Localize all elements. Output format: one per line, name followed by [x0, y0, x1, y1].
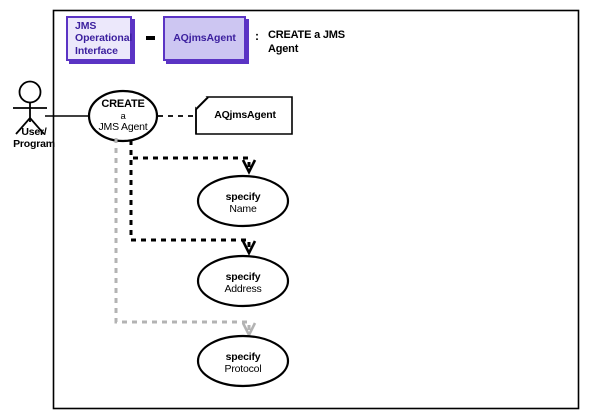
- note-label: AQjmsAgent: [214, 109, 276, 121]
- legend-box-jms-operational-interface[interactable]: JMS Operational Interface: [66, 16, 132, 61]
- diagram-frame: [52, 9, 580, 410]
- flow-to-specify-protocol: [114, 138, 251, 330]
- actor-label: User/ Program: [13, 126, 55, 150]
- step-label-specify-address: specify Address: [224, 271, 262, 295]
- arrowhead-specify-name: [241, 159, 257, 175]
- legend-box-aqjmsagent[interactable]: AQjmsAgent: [163, 16, 246, 61]
- legend-colon: :: [255, 29, 259, 43]
- flow-to-specify-address: [129, 140, 251, 248]
- legend-caption: CREATE a JMS Agent: [268, 29, 345, 55]
- actor-figure: [13, 80, 47, 135]
- legend-box-2-label: AQjmsAgent: [173, 32, 236, 45]
- use-case-ellipse[interactable]: [87, 89, 159, 143]
- step-ellipse-specify-protocol[interactable]: [196, 334, 290, 388]
- step-label-specify-protocol: specify Protocol: [224, 351, 262, 375]
- step-ellipse-specify-address[interactable]: [196, 254, 290, 308]
- legend-separator-dash: [146, 36, 155, 40]
- step-label-specify-name: specify Name: [225, 191, 261, 215]
- step-ellipse-specify-name[interactable]: [196, 174, 290, 228]
- legend-box-1-label: JMS Operational Interface: [75, 19, 133, 57]
- flow-to-specify-name: [129, 140, 251, 168]
- arrowhead-specify-protocol: [241, 322, 257, 338]
- arrowhead-specify-address: [241, 240, 257, 256]
- use-case-label: CREATE a JMS Agent: [98, 98, 148, 133]
